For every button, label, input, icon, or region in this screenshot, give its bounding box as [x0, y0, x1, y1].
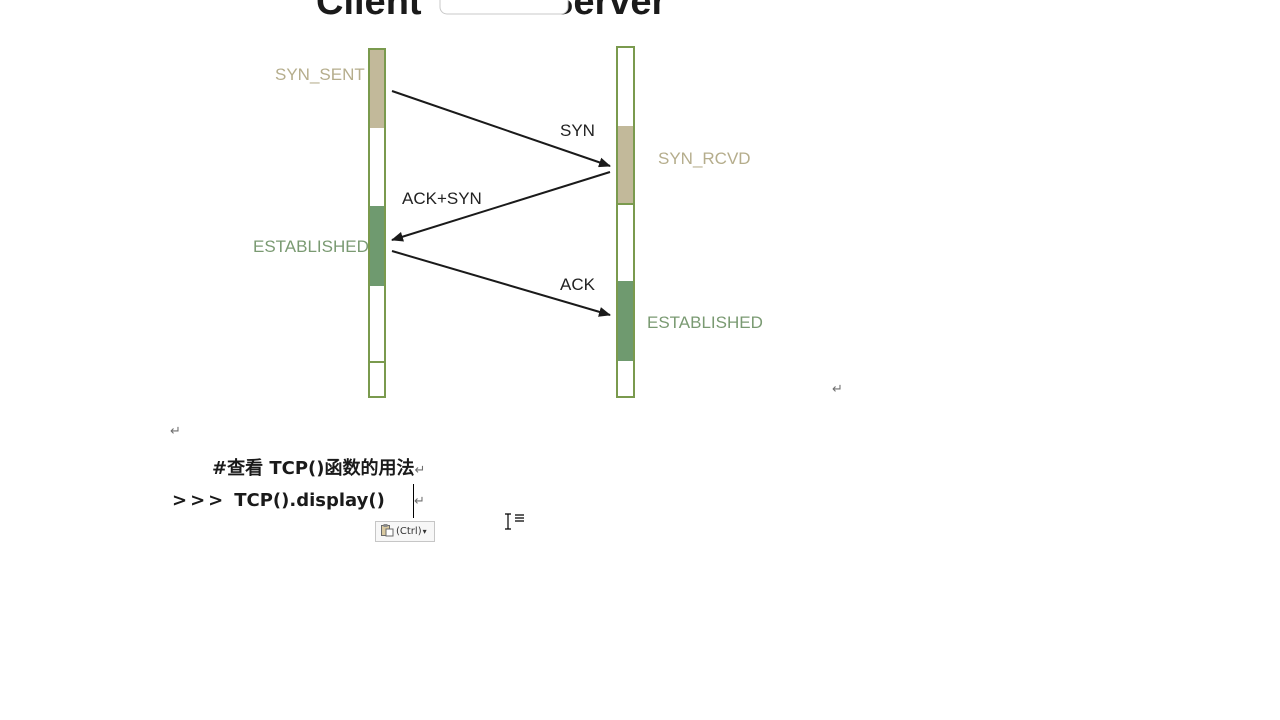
code-line[interactable]: >>> TCP().display()	[172, 490, 385, 511]
paste-options-label: (Ctrl)	[396, 526, 422, 537]
client-established-segment	[370, 206, 384, 286]
paragraph-mark: ↵	[832, 382, 843, 397]
paragraph-mark: ↵	[414, 494, 425, 509]
syn-arrow	[391, 90, 611, 168]
paragraph-mark: ↵	[170, 424, 181, 439]
code-prompt: >>>	[172, 490, 227, 511]
ack-syn-arrow	[391, 171, 611, 242]
code-text: TCP().display()	[234, 490, 385, 511]
text-caret	[413, 484, 414, 518]
client-syn-sent-segment	[370, 50, 384, 128]
server-state-syn-rcvd: SYN_RCVD	[658, 149, 751, 168]
client-state-syn-sent: SYN_SENT	[275, 65, 365, 84]
server-established-segment	[618, 281, 633, 361]
comment-text: #查看 TCP()函数的用法	[212, 458, 415, 479]
client-title: Client	[316, 0, 422, 23]
server-state-established: ESTABLISHED	[647, 313, 763, 332]
clipboard-icon	[380, 523, 394, 540]
comment-line[interactable]: #查看 TCP()函数的用法↵	[212, 454, 425, 480]
server-title: Server	[548, 0, 667, 23]
paragraph-mark: ↵	[414, 463, 426, 478]
chevron-down-icon: ▾	[422, 527, 427, 536]
syn-label: SYN	[560, 121, 595, 140]
paste-options-button[interactable]: (Ctrl) ▾	[375, 521, 435, 542]
ack-arrow	[391, 250, 611, 317]
tcp-handshake-diagram: Client Server SYN_SENT ESTABLISHED SYN_R…	[253, 0, 763, 398]
ibeam-cursor-icon	[505, 513, 524, 530]
ack-syn-label: ACK+SYN	[402, 189, 482, 208]
server-timeline	[616, 46, 635, 398]
client-timeline	[368, 48, 386, 398]
image-toolbar-overlay[interactable]	[439, 0, 569, 15]
server-syn-rcvd-segment	[618, 126, 633, 204]
ack-label: ACK	[560, 275, 596, 294]
client-state-established: ESTABLISHED	[253, 237, 369, 256]
